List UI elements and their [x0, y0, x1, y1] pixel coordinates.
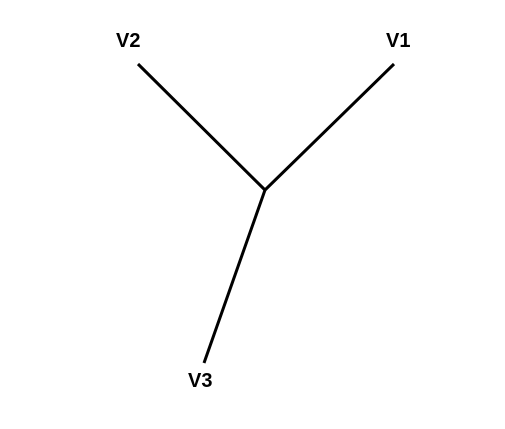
edge-center-v3 [202, 189, 267, 364]
edge-center-v2 [136, 62, 267, 192]
node-label-v1: V1 [386, 30, 410, 52]
edge-center-v1 [263, 62, 396, 192]
node-label-v3: V3 [188, 370, 212, 392]
node-label-v2: V2 [116, 30, 140, 52]
